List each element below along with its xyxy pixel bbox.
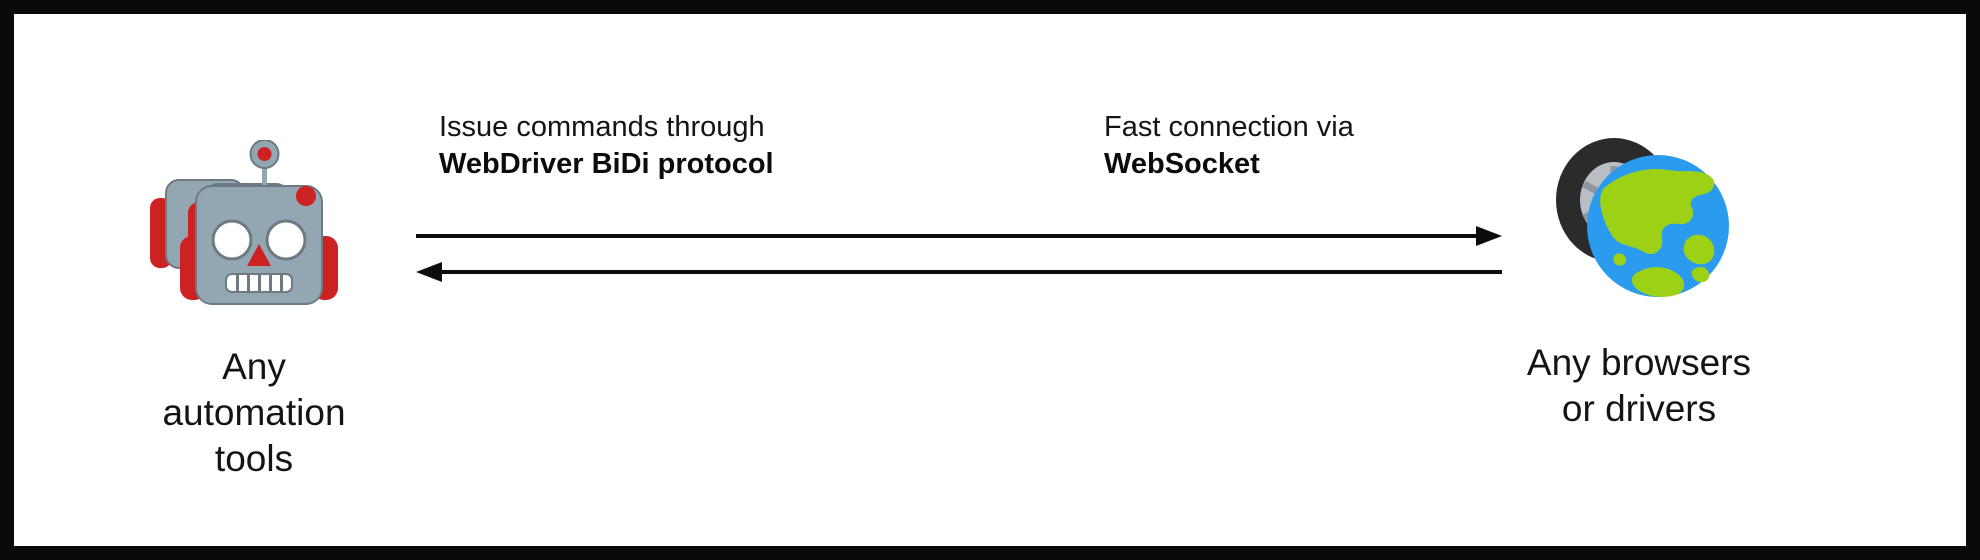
command-arrow xyxy=(416,226,1502,246)
event-label-line-2: WebSocket xyxy=(1104,148,1260,181)
connector-arrows xyxy=(416,226,1502,282)
globe-and-tire-icon xyxy=(1542,126,1732,316)
left-caption-line-3: tools xyxy=(214,437,294,479)
right-caption-line-1: Any browsers xyxy=(1526,342,1752,383)
event-arrow xyxy=(416,262,1502,282)
event-channel-label: Fast connection via WebSocket xyxy=(1104,109,1354,183)
diagram-canvas: Any automation tools xyxy=(14,14,1966,546)
right-caption-line-2: or drivers xyxy=(1561,387,1717,429)
left-caption-line-1: Any xyxy=(222,346,286,387)
left-caption-line-2: automation xyxy=(162,391,346,433)
globe-icon xyxy=(1587,155,1729,297)
command-label-line-1: Issue commands through xyxy=(439,111,765,143)
left-endpoint-caption: Any automation tools xyxy=(74,344,434,482)
command-channel-label: Issue commands through WebDriver BiDi pr… xyxy=(439,109,774,183)
robots-icon xyxy=(144,140,359,330)
right-endpoint-caption: Any browsers or drivers xyxy=(1444,340,1834,432)
command-label-line-2: WebDriver BiDi protocol xyxy=(439,148,774,181)
event-label-line-1: Fast connection via xyxy=(1104,111,1354,143)
